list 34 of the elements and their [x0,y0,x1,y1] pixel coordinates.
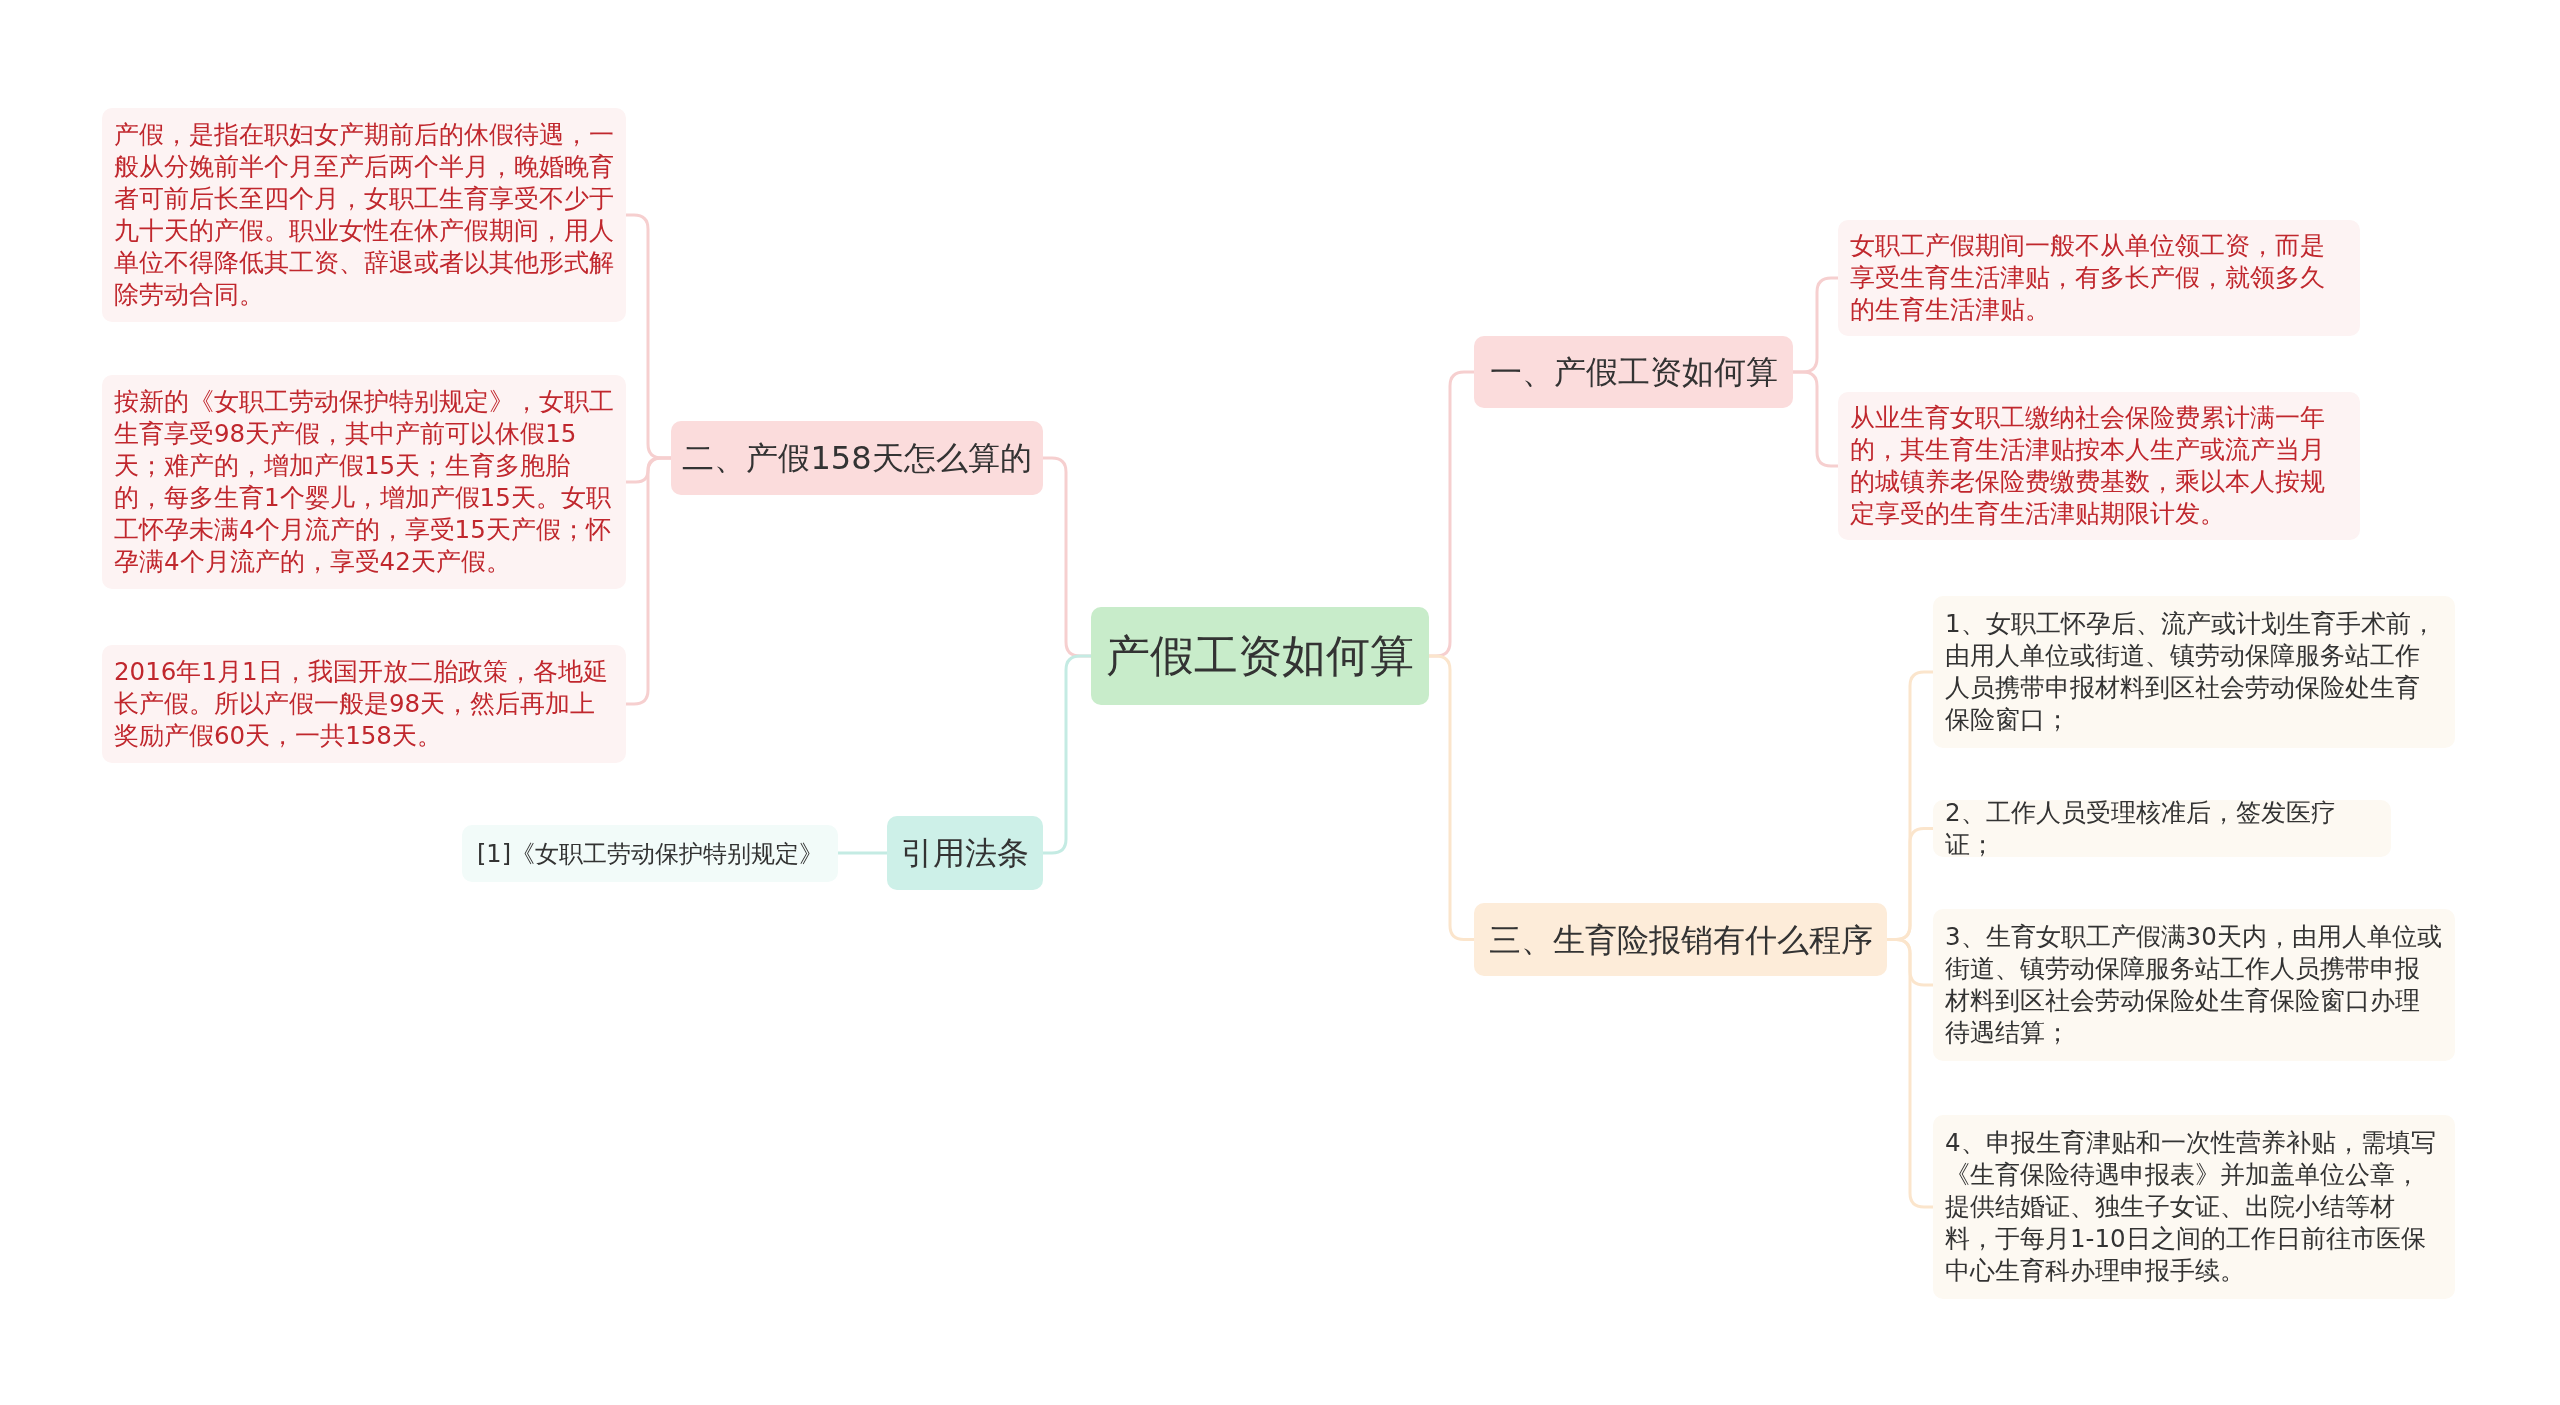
step-box [1933,596,2455,748]
connector-line [838,851,887,855]
connector-line [1043,654,1091,855]
topic-text: 2016年1月1日，我国开放二胎政策，各地延长产假。所以产假一般是98天，然后再加上奖励产假60天，一共158天。 [114,656,609,752]
topic-text: 从业生育女职工缴纳社会保险费累计满一年的，其生育生活津贴按本人生产或流产当月的城镇养老保险费缴费基数，乘以本人按规定享受的生育生活津贴期限计发。 [1850,402,2326,530]
connector-line [1887,938,1933,1209]
connector-line [1793,370,1838,468]
connector-line [626,456,671,706]
topic-text: 二、产假158天怎么算的 [682,438,1032,478]
root-topic-box [1091,607,1429,705]
topic-text: 产假，是指在职妇女产期前后的休假待遇，一般从分娩前半个月至产后两个半月，晚婚晚育者可前后长至四个月，女职工生育享受不少于九十天的产假。职业女性在休产假期间，用人单位不得降低其工资、辞退或者以其他形式解除劳动合同。 [114,119,614,311]
step-box [1933,909,2455,1061]
branch-topic-box [887,816,1043,890]
topic-text: 引用法条 [901,833,1029,873]
topic-text: 2、工作人员受理核准后，签发医疗证； [1945,796,2337,861]
topic-text: 3、生育女职工产假满30天内，由用人单位或街道、镇劳动保障服务站工作人员携带申报材料到区社会劳动保险处生育保险窗口办理待遇结算； [1945,921,2443,1049]
topic-text: 按新的《女职工劳动保护特别规定》，女职工生育享受98天产假，其中产前可以休假15天；难产的，增加产假15天；生育多胞胎的，每多生育1个婴儿，增加产假15天。女职工怀孕未满4个月流产的，享受15天产假；怀孕满4个月流产的，享受42天产假。 [114,386,614,578]
branch-topic-box [1474,903,1887,976]
step-box [1933,800,2391,857]
topic-text: 1、女职工怀孕后、流产或计划生育手术前，由用人单位或街道、镇劳动保障服务站工作人员携带申报材料到区社会劳动保险处生育保险窗口； [1945,608,2437,736]
topic-text: 4、申报生育津贴和一次性营养补贴，需填写《生育保险待遇申报表》并加盖单位公章，提供结婚证、独生子女证、出院小结等材料，于每月1-10日之间的工作日前往市医保中心生育科办理申报手续。 [1945,1127,2437,1287]
reference-box [462,825,838,882]
step-box [1933,1115,2455,1299]
topic-text: [1]《女职工劳动保护特别规定》 [477,838,823,870]
branch-topic-box [671,421,1043,495]
branch-topic-box [1474,336,1793,408]
note-box [1838,392,2360,540]
note-box [102,645,626,763]
topic-text: 产假工资如何算 [1106,629,1414,683]
topic-text: 女职工产假期间一般不从单位领工资，而是享受生育生活津贴，有多长产假，就领多久的生育生活津贴。 [1850,230,2326,326]
topic-text: 三、生育险报销有什么程序 [1488,919,1873,960]
topic-text: 一、产假工资如何算 [1489,352,1778,392]
note-box [1838,220,2360,336]
connector-line [1429,654,1474,941]
